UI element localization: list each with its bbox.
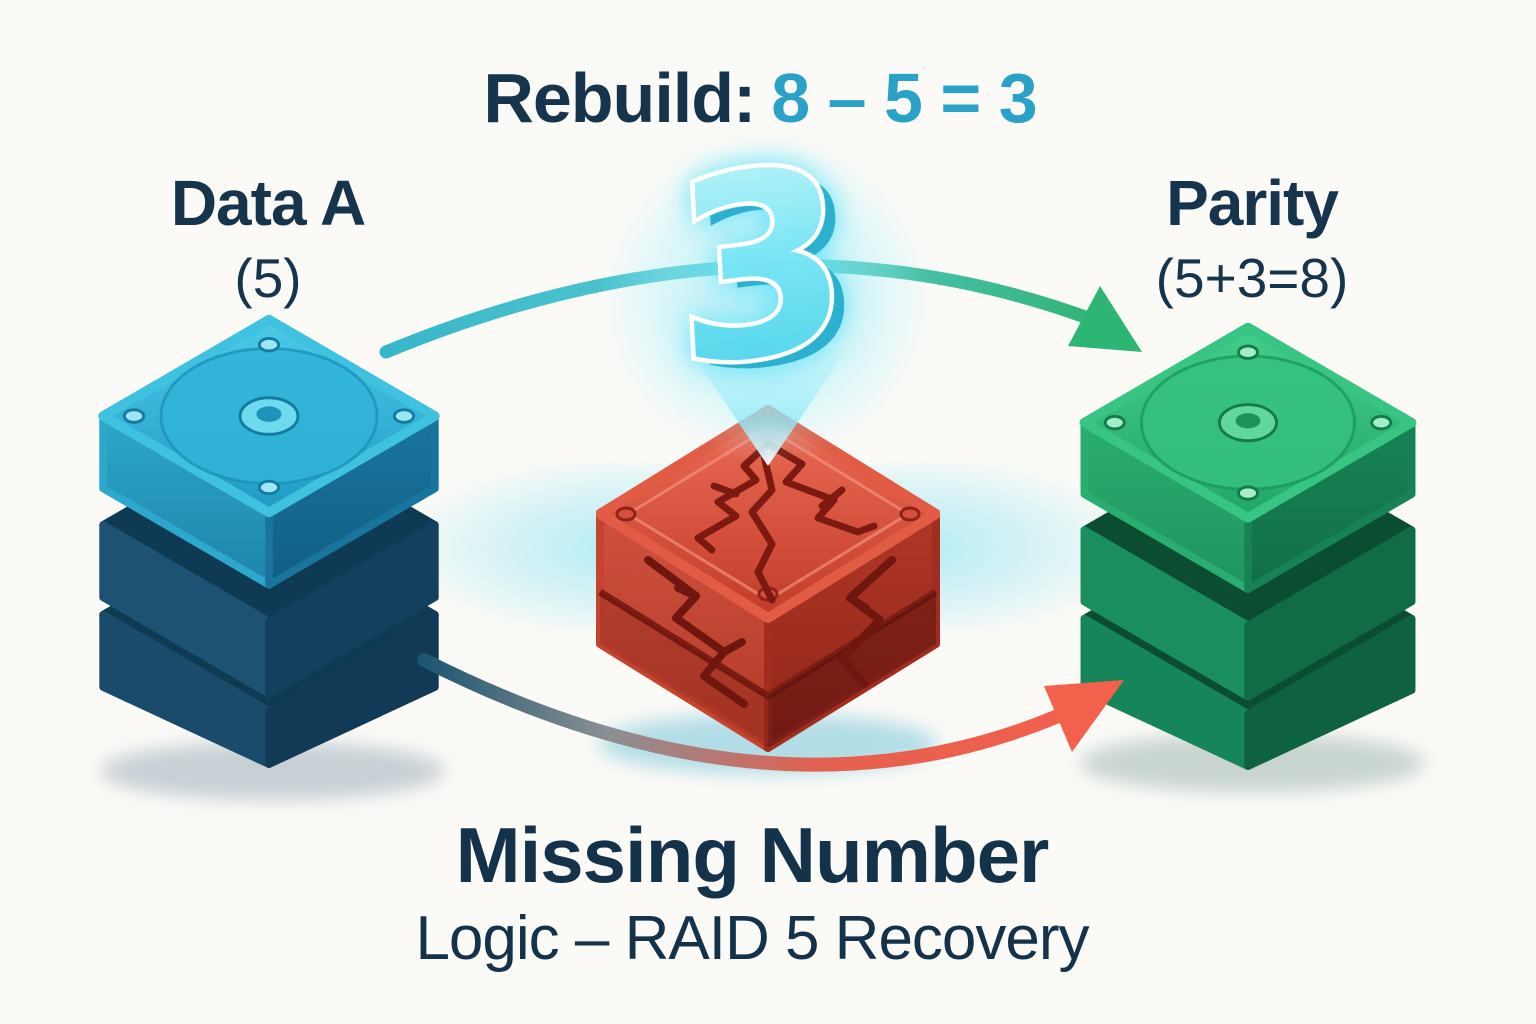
parity-label: Parity <box>1166 167 1339 239</box>
rebuild-equation: 8 – 5 = 3 <box>771 59 1037 137</box>
spindle-hole <box>256 406 282 422</box>
data-a-label-group: Data A (5) <box>88 166 448 310</box>
parity-label-group: Parity (5+3=8) <box>1070 166 1434 310</box>
corner-screws <box>122 336 416 496</box>
caption-heading: Missing Number <box>455 811 1050 899</box>
data-a-label: Data A <box>170 167 366 239</box>
number-3-extrusion: 3 <box>682 130 870 395</box>
caption-group: Missing Number Logic – RAID 5 Recovery <box>0 811 1520 974</box>
side-cracks <box>644 556 896 708</box>
parity-disk-stack <box>1079 322 1417 770</box>
slab-groove <box>598 589 938 700</box>
rebuild-title: Rebuild:8 – 5 = 3 <box>0 58 1528 138</box>
recovered-number-glow <box>542 80 992 520</box>
recovery-arrow-bottom <box>417 653 1124 772</box>
number-3: 3 <box>667 130 855 395</box>
data-a-value: (5) <box>234 247 302 309</box>
recovery-arrowhead <box>1044 680 1124 752</box>
rebuild-title-prefix: Rebuild: <box>483 59 756 137</box>
rebuild-arrowhead <box>1068 286 1142 352</box>
spindle-hole <box>1235 413 1261 429</box>
lower-slab-shade-left <box>600 592 768 748</box>
data-a-disk-stack <box>98 314 440 768</box>
caption-subheading: Logic – RAID 5 Recovery <box>415 904 1089 974</box>
corner-screws <box>1103 344 1393 501</box>
recovered-number: 3 3 <box>663 130 870 395</box>
parity-value: (5+3=8) <box>1155 247 1349 309</box>
parity-layer-1 <box>1079 322 1417 594</box>
data-a-layer-1 <box>98 314 440 589</box>
